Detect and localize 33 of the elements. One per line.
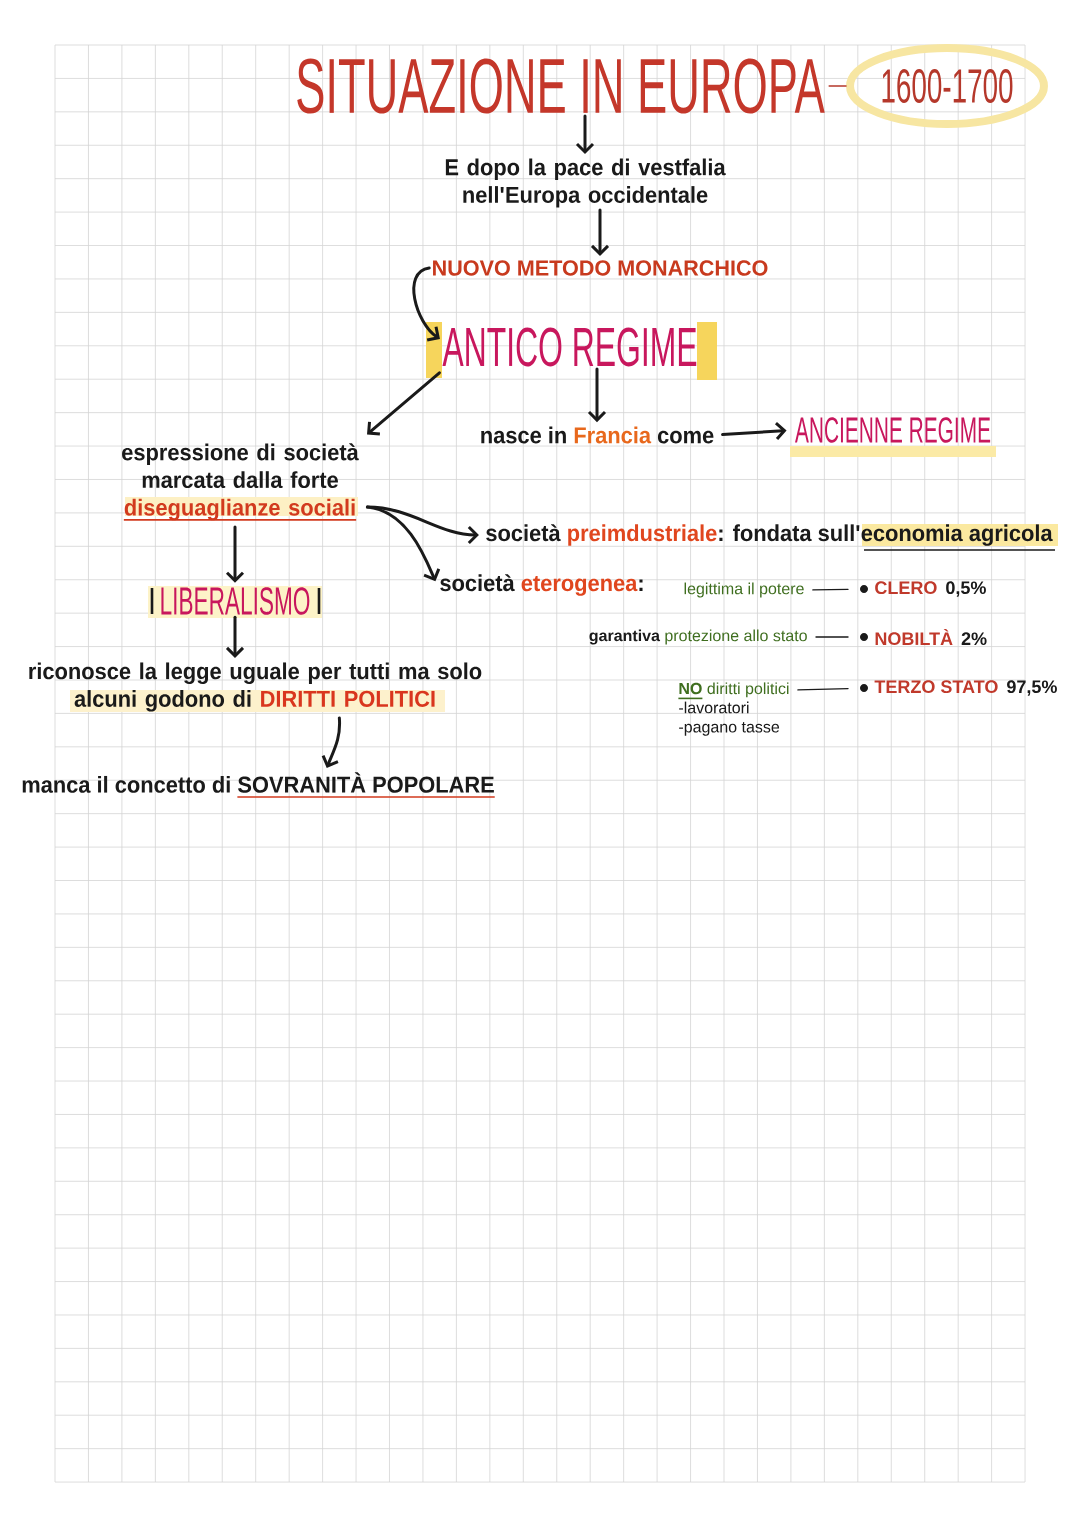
title-heading: SITUAZIONE IN EUROPA (297, 58, 825, 114)
heading-text: ANTICO REGIME (442, 327, 697, 367)
arrow (721, 421, 787, 441)
heading-text: LIBERALISMO (161, 587, 310, 615)
arrow (367, 371, 441, 436)
arrow (225, 525, 245, 583)
arrow (590, 208, 610, 256)
note-text: società preimdustriale: fondata sull'economia agricola (486, 524, 1053, 546)
arrow (225, 615, 245, 659)
annotation-text: NO diritti politici -lavoratori -pagano tasse (677, 682, 789, 736)
heading-text: NUOVO METODO MONARCHICO (433, 260, 768, 276)
note-text: manca il concetto di SOVRANITÀ POPOLARE (22, 772, 496, 798)
connector-line (797, 687, 849, 691)
category-label: NOBILTÀ 2% (875, 628, 987, 646)
note-text: riconosce la legge uguale per tutti ma solo alcuni godono di DIRITTI POLITICI (29, 662, 482, 712)
curved-arrow (365, 505, 441, 582)
arrow (575, 114, 595, 155)
note-text: E dopo la pace di vestfalia nell'Europa occidentale (445, 158, 726, 208)
note-text: espressione di società marcata dalla forte diseguaglianze sociali (122, 443, 359, 521)
note-text: nasce in Francia come (481, 426, 714, 444)
arrow (587, 367, 607, 423)
connector-line (815, 636, 849, 638)
annotation-text: garantiva protezione allo stato (589, 629, 807, 645)
category-label: CLERO 0,5% (875, 581, 986, 597)
circled-date: 1600-1700 (846, 44, 1048, 128)
curved-arrow (321, 716, 342, 768)
note-text: società eterogenea: (440, 574, 643, 596)
category-label: TERZO STATO 97,5% (874, 680, 1057, 696)
annotation-text: legittima il potere (684, 582, 804, 598)
curved-arrow (412, 266, 440, 342)
heading-text: ANCIENNE REGIME (795, 417, 991, 443)
connector-line (828, 85, 847, 87)
connector-line (812, 588, 849, 591)
